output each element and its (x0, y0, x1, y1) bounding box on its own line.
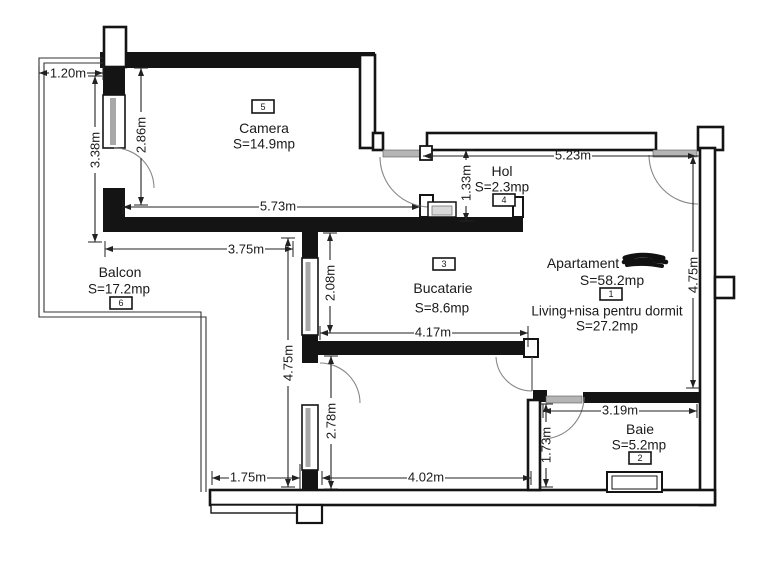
room-number-balcon: 6 (118, 298, 123, 308)
room-number-box-camera (251, 99, 275, 114)
dim-kitchen-width: 4.17m (415, 325, 451, 340)
dim-balcony-width: 1.20m (50, 66, 86, 81)
room-area-hol: S=2.3mp (475, 180, 529, 195)
door-jamb (419, 145, 433, 161)
room-area-living: S=27.2mp (576, 319, 638, 334)
room-number-box-hol (492, 193, 516, 207)
room-area-bucatarie: S=8.6mp (415, 301, 469, 316)
dim-hol-top-width: 5.23m (555, 148, 591, 163)
room-number-hol: 4 (501, 195, 506, 205)
apartment-area: S=58.2mp (580, 272, 644, 288)
room-number-box-living (599, 287, 623, 301)
room-label-balcon: Balcon (99, 264, 142, 280)
camera-balcony-door-arc (113, 147, 155, 189)
kitchen-door-arc (319, 362, 361, 404)
room-label-camera: Camera (239, 120, 289, 136)
dim-camera-left-inner: 2.86m (134, 117, 149, 153)
dim-left-wall-height: 4.75m (281, 345, 296, 381)
kitchen-balcony-window (301, 257, 319, 336)
windows (102, 94, 319, 471)
room-label-hol: Hol (491, 163, 512, 179)
dim-right-wall-height: 4.75m (686, 257, 701, 293)
door-sill (382, 149, 422, 158)
living-balcony-window (301, 404, 319, 471)
redacted-apartment-number (621, 252, 669, 268)
hol-cabinet (427, 201, 457, 218)
dim-bath-door-height: 1.73m (539, 427, 554, 463)
dim-balcony-top-width: 3.75m (228, 242, 264, 257)
dim-camera-width: 5.73m (260, 199, 296, 214)
room-number-box-balcon (109, 296, 133, 310)
walls (100, 25, 736, 525)
fixtures (427, 201, 663, 493)
room-labels: 5 Camera S=14.9mp Hol S=2.3mp 4 3 Bucata… (88, 99, 683, 465)
dim-nook-window-height: 2.78m (324, 403, 339, 439)
room-label-baie: Baie (626, 421, 654, 437)
room-label-bucatarie: Bucatarie (413, 280, 472, 296)
room-number-bucatarie: 3 (441, 259, 446, 269)
room-number-box-baie (628, 451, 652, 465)
room-area-camera: S=14.9mp (233, 137, 295, 152)
room-number-camera: 5 (260, 102, 265, 112)
bath-door-arc (542, 396, 585, 440)
dim-bath-width: 3.19m (602, 403, 638, 418)
room-area-baie: S=5.2mp (612, 438, 666, 453)
dim-kitchen-window-width: 2.08m (323, 265, 338, 301)
bath-door-sill (545, 395, 583, 404)
balcony-railing (38, 57, 207, 492)
room-label-living: Living+nisa pentru dormit (531, 304, 682, 319)
room-number-living: 1 (608, 289, 613, 299)
dim-bottom-step-width: 1.75m (230, 470, 266, 485)
dim-bottom-width: 4.02m (408, 470, 444, 485)
doors (113, 145, 699, 440)
room-area-balcon: S=17.2mp (88, 282, 150, 297)
entry-door-arc (648, 154, 699, 205)
camera-balcony-window (102, 94, 126, 149)
dimension-ticks (38, 66, 700, 490)
apartment-label: Apartament (547, 255, 619, 271)
dim-hol-depth: 1.33m (459, 165, 474, 201)
bathtub (606, 471, 663, 493)
nook-door-arc (495, 356, 533, 392)
dimensions: 1.20m 3.75m 5.73m 5.23m 4.17m 1.75m 4.02… (38, 66, 701, 490)
room-number-baie: 2 (637, 453, 642, 463)
room-number-box-bucatarie (432, 257, 456, 271)
dim-camera-left-total: 3.38m (88, 132, 103, 168)
camera-door-arc (379, 156, 431, 208)
entry-door-sill (652, 149, 698, 158)
